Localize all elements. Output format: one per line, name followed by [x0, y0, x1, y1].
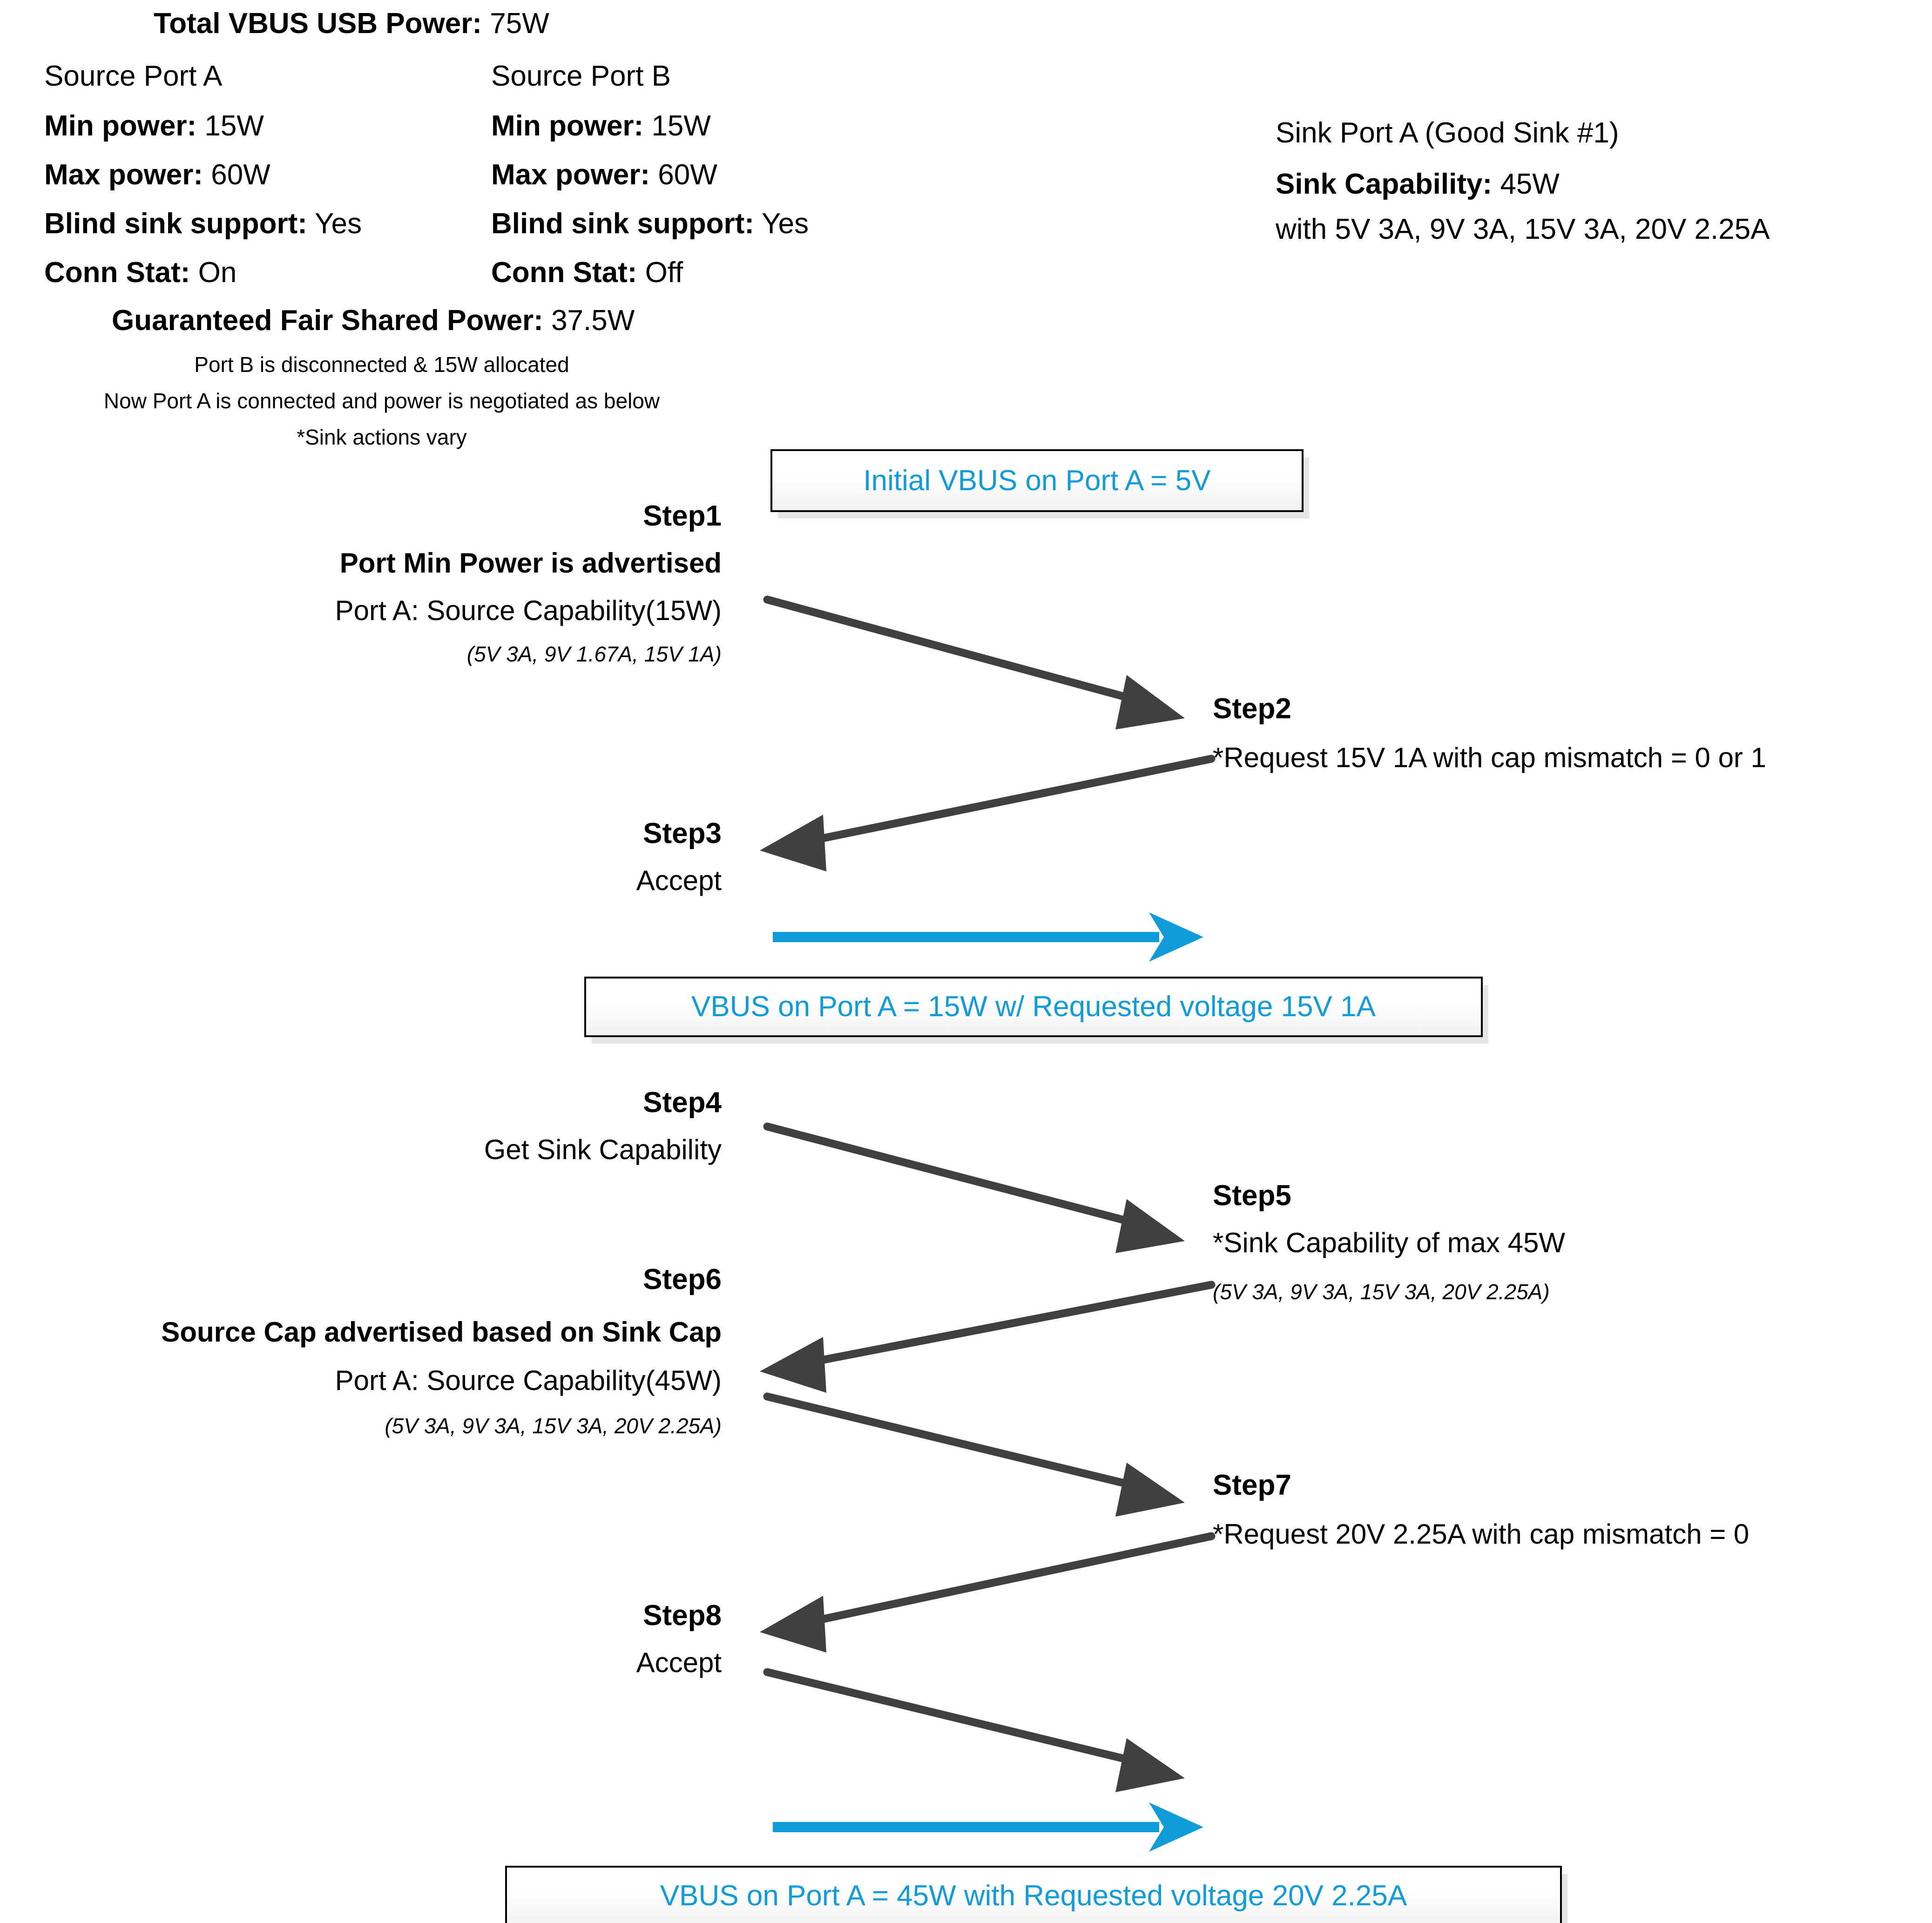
source-port-a-min-power-value: 15W	[204, 110, 264, 142]
source-port-b-blind-sink-label: Blind sink support:	[491, 208, 754, 240]
source-port-b-min-power-label: Min power:	[491, 110, 644, 142]
callout-initial-vbus: Initial VBUS on Port A = 5V	[770, 449, 1304, 512]
callout-vbus-45w-text: VBUS on Port A = 45W with Requested volt…	[660, 1880, 1407, 1912]
source-port-b-conn-stat-value: Off	[645, 256, 683, 289]
source-port-a-min-power-label: Min power:	[44, 110, 197, 142]
step3-title: Step3	[643, 817, 722, 850]
step7-body: *Request 20V 2.25A with cap mismatch = 0	[1213, 1518, 1750, 1550]
arrow-step7-to-step8	[760, 1532, 1216, 1653]
step2-title: Step2	[1213, 693, 1291, 725]
source-port-a-max-power-value: 60W	[211, 159, 270, 191]
guaranteed-fair-shared-power-label: Guaranteed Fair Shared Power:	[112, 304, 543, 337]
step2-body: *Request 15V 1A with cap mismatch = 0 or…	[1213, 742, 1766, 773]
source-port-b-max-power-row: Max power: 60W	[491, 161, 717, 189]
arrow-step8-out	[763, 1668, 1185, 1792]
arrow-step4-to-step5	[763, 1122, 1185, 1253]
step1-body: Port A: Source Capability(15W)	[335, 595, 722, 626]
sink-port-a-title: Sink Port A (Good Sink #1)	[1276, 117, 1619, 149]
sink-port-a-capability-row: Sink Capability: 45W	[1276, 170, 1560, 199]
source-port-b-max-power-value: 60W	[658, 159, 717, 191]
arrow-step6-to-step7	[763, 1392, 1185, 1517]
source-port-a-conn-stat-label: Conn Stat:	[44, 256, 190, 289]
total-vbus-power-line: Total VBUS USB Power: 75W	[154, 9, 549, 38]
step7-title: Step7	[1213, 1469, 1291, 1501]
sink-port-a-capability-label: Sink Capability:	[1276, 168, 1493, 200]
source-port-b-min-power-value: 15W	[651, 110, 711, 142]
source-port-b-conn-stat-label: Conn Stat:	[491, 256, 637, 289]
step5-body: *Sink Capability of max 45W	[1213, 1227, 1565, 1258]
arrow-step1-to-step2	[763, 595, 1185, 729]
arrow-step5-to-step6	[760, 1281, 1216, 1393]
source-port-b-conn-stat-row: Conn Stat: Off	[491, 258, 683, 287]
step3-body: Accept	[636, 865, 722, 896]
callout-initial-vbus-text: Initial VBUS on Port A = 5V	[863, 464, 1211, 497]
step1-title: Step1	[643, 500, 722, 532]
step8-body: Accept	[636, 1647, 722, 1678]
source-port-a-title: Source Port A	[44, 60, 223, 92]
source-port-b-max-power-label: Max power:	[491, 159, 650, 191]
source-port-b-min-power-row: Min power: 15W	[491, 112, 711, 141]
callout-vbus-15w: VBUS on Port A = 15W w/ Requested voltag…	[584, 977, 1483, 1037]
guaranteed-fair-shared-power-row: Guaranteed Fair Shared Power: 37.5W	[112, 306, 635, 335]
arrow-step2-to-step3	[760, 755, 1216, 871]
source-port-a-conn-stat-row: Conn Stat: On	[44, 258, 236, 287]
total-vbus-power-value: 75W	[490, 7, 549, 40]
note-sink-actions-vary: *Sink actions vary	[297, 425, 467, 449]
step6-title: Step6	[643, 1263, 722, 1295]
step6-bold-line: Source Cap advertised based on Sink Cap	[161, 1316, 722, 1348]
step6-body: Port A: Source Capability(45W)	[335, 1365, 722, 1396]
arrow-vbus-15w	[773, 912, 1203, 962]
source-port-a-conn-stat-value: On	[198, 256, 237, 289]
step5-title: Step5	[1213, 1180, 1291, 1212]
source-port-a-max-power-row: Max power: 60W	[44, 161, 270, 189]
step1-paren: (5V 3A, 9V 1.67A, 15V 1A)	[466, 642, 722, 666]
total-vbus-power-label: Total VBUS USB Power:	[154, 7, 482, 40]
sink-port-a-pdo-line: with 5V 3A, 9V 3A, 15V 3A, 20V 2.25A	[1276, 213, 1770, 245]
step1-bold-line: Port Min Power is advertised	[339, 547, 722, 579]
callout-vbus-45w: VBUS on Port A = 45W with Requested volt…	[505, 1866, 1562, 1923]
note-port-b-disconnected: Port B is disconnected & 15W allocated	[194, 352, 569, 377]
source-port-b-blind-sink-row: Blind sink support: Yes	[491, 209, 809, 238]
source-port-a-blind-sink-value: Yes	[314, 208, 362, 240]
source-port-a-blind-sink-label: Blind sink support:	[44, 208, 307, 240]
arrow-vbus-45w	[773, 1802, 1203, 1852]
step4-title: Step4	[643, 1086, 722, 1119]
source-port-a-blind-sink-row: Blind sink support: Yes	[44, 209, 362, 238]
source-port-a-max-power-label: Max power:	[44, 159, 203, 191]
source-port-a-min-power-row: Min power: 15W	[44, 112, 264, 141]
step5-paren: (5V 3A, 9V 3A, 15V 3A, 20V 2.25A)	[1213, 1280, 1550, 1304]
callout-vbus-15w-text: VBUS on Port A = 15W w/ Requested voltag…	[691, 991, 1376, 1023]
step8-title: Step8	[643, 1599, 722, 1632]
guaranteed-fair-shared-power-value: 37.5W	[551, 304, 635, 337]
step4-body: Get Sink Capability	[484, 1134, 722, 1165]
source-port-b-title: Source Port B	[491, 60, 671, 92]
source-port-b-blind-sink-value: Yes	[761, 208, 809, 240]
note-port-a-connected: Now Port A is connected and power is neg…	[103, 389, 660, 413]
step6-paren: (5V 3A, 9V 3A, 15V 3A, 20V 2.25A)	[385, 1414, 722, 1438]
sink-port-a-capability-value: 45W	[1500, 168, 1560, 200]
